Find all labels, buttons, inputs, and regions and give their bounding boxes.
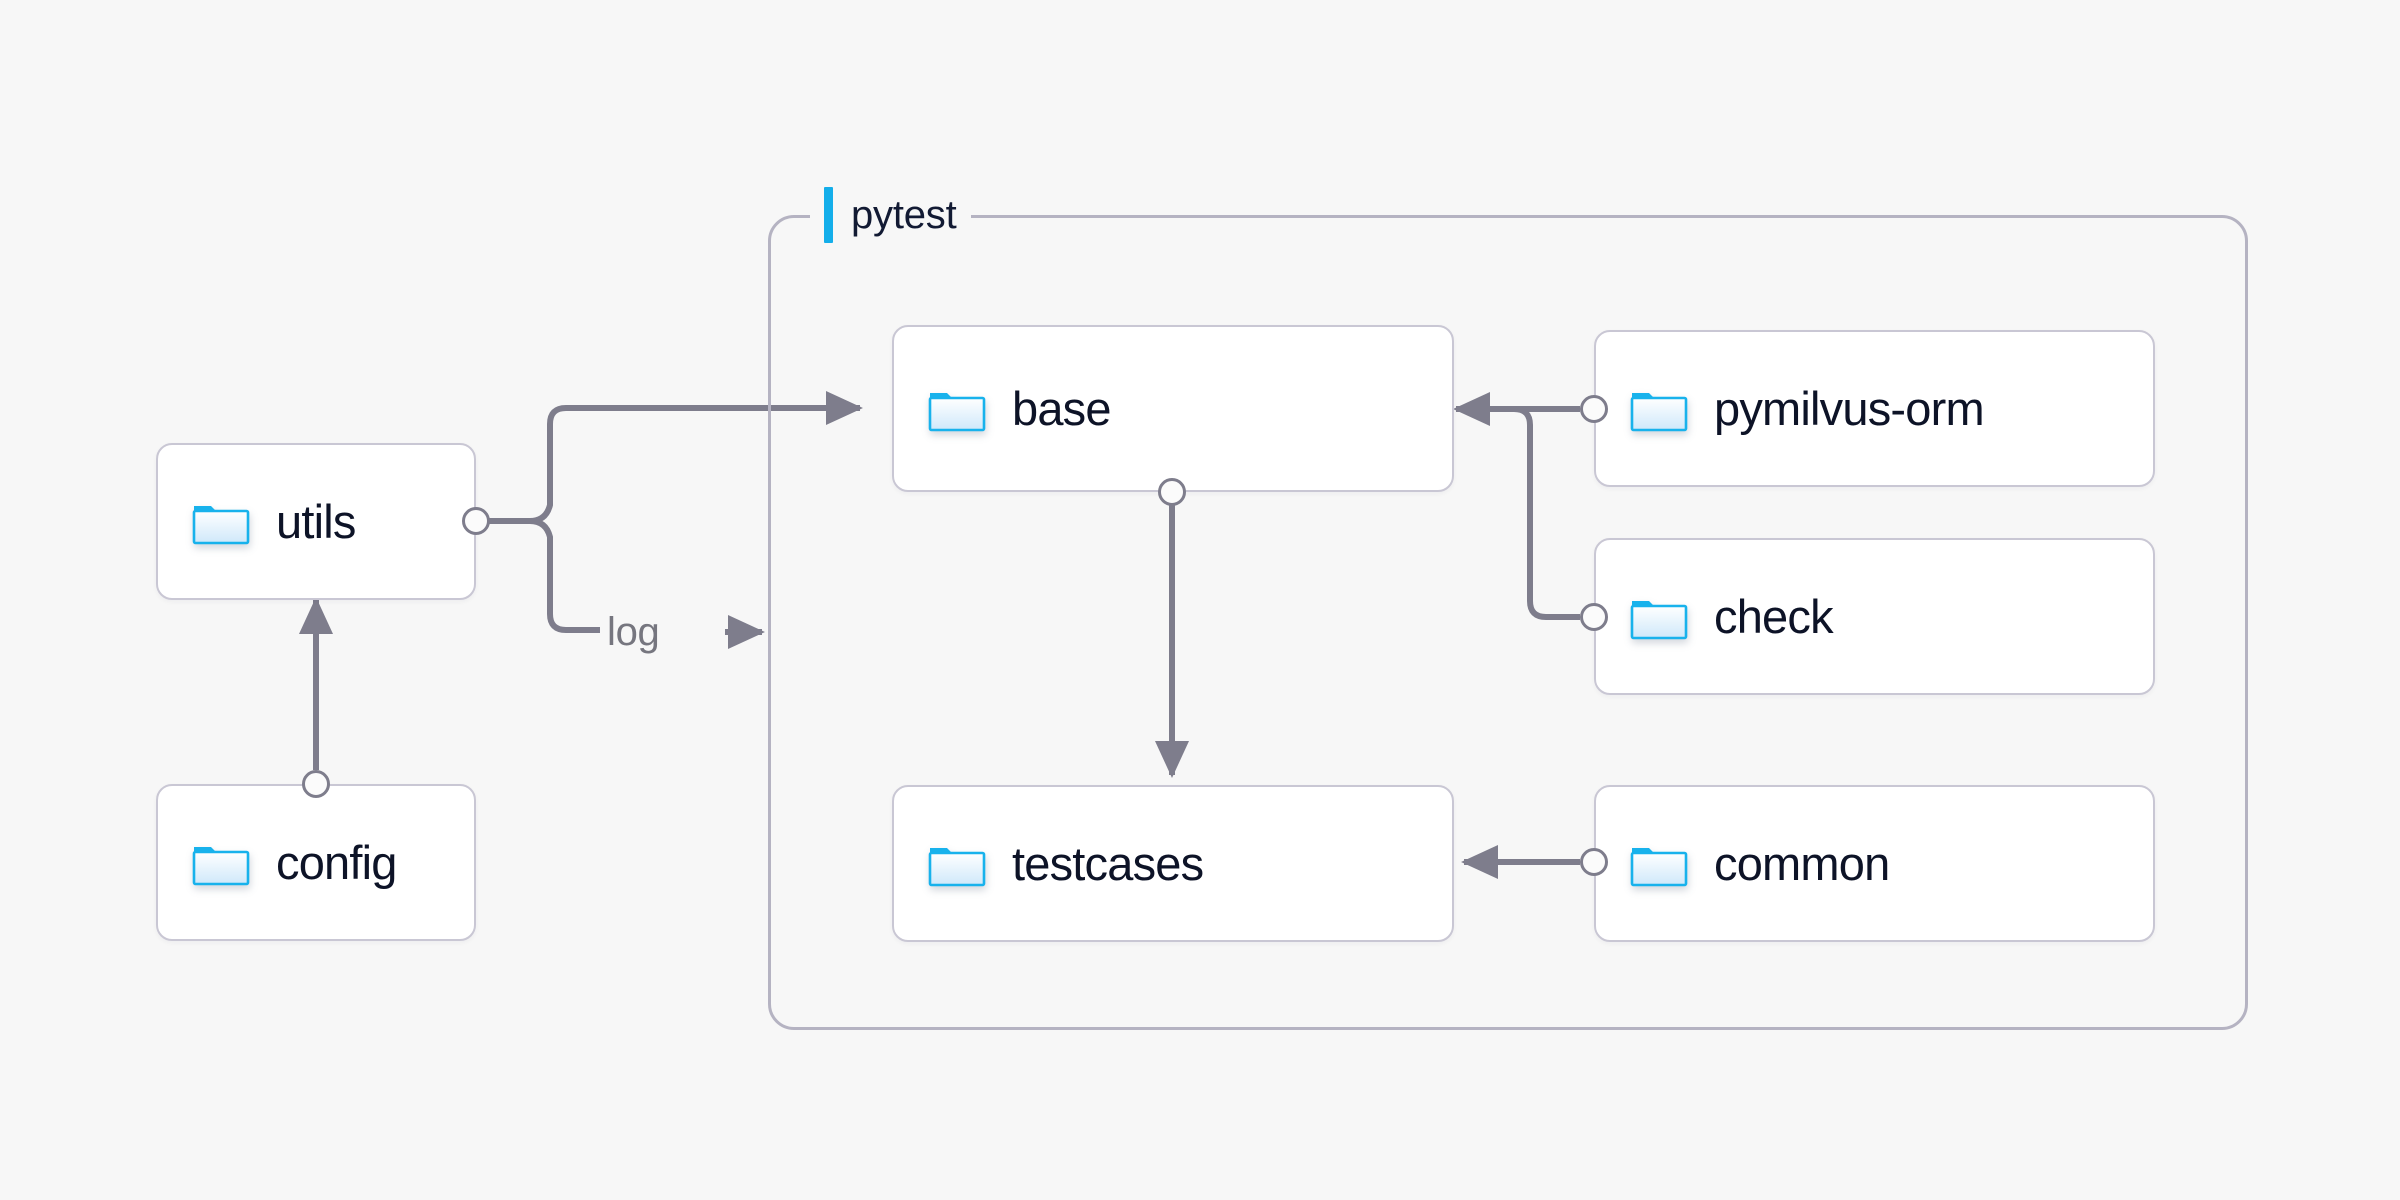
node-pymilvus-orm[interactable]: pymilvus-orm <box>1594 330 2155 487</box>
pytest-group-container <box>768 215 2248 1030</box>
folder-icon <box>1630 392 1688 431</box>
edge-utils-to-log <box>529 518 600 633</box>
node-testcases-content: testcases <box>894 837 1204 890</box>
edge-label-log: log <box>607 610 660 654</box>
folder-icon <box>1630 847 1688 886</box>
node-base[interactable]: base <box>892 325 1454 492</box>
pytest-group-label: pytest <box>810 186 971 244</box>
folder-icon <box>192 846 250 885</box>
accent-bar-icon <box>824 187 833 243</box>
node-common-content: common <box>1596 837 1890 890</box>
node-utils[interactable]: utils <box>156 443 476 600</box>
node-utils-content: utils <box>158 498 356 545</box>
node-base-label: base <box>1012 382 1112 435</box>
port-check-left[interactable] <box>1580 603 1608 631</box>
node-testcases[interactable]: testcases <box>892 785 1454 942</box>
folder-icon <box>192 505 250 544</box>
node-common-label: common <box>1714 837 1890 890</box>
port-pymilvus-orm-left[interactable] <box>1580 395 1608 423</box>
node-base-content: base <box>894 382 1112 435</box>
node-pymilvus-orm-label: pymilvus-orm <box>1714 382 1985 435</box>
folder-icon <box>1630 600 1688 639</box>
node-pymilvus-orm-content: pymilvus-orm <box>1596 382 1985 435</box>
node-testcases-label: testcases <box>1012 837 1204 890</box>
folder-icon <box>928 392 986 431</box>
node-check-label: check <box>1714 590 1834 643</box>
node-config-content: config <box>158 839 397 886</box>
node-utils-label: utils <box>276 495 356 548</box>
port-utils-right[interactable] <box>462 507 490 535</box>
node-check[interactable]: check <box>1594 538 2155 695</box>
folder-icon <box>928 847 986 886</box>
port-base-bottom[interactable] <box>1158 478 1186 506</box>
node-common[interactable]: common <box>1594 785 2155 942</box>
port-common-left[interactable] <box>1580 848 1608 876</box>
node-config-label: config <box>276 836 397 889</box>
node-check-content: check <box>1596 590 1834 643</box>
pytest-group-title: pytest <box>851 193 957 237</box>
port-config-top[interactable] <box>302 770 330 798</box>
node-config[interactable]: config <box>156 784 476 941</box>
